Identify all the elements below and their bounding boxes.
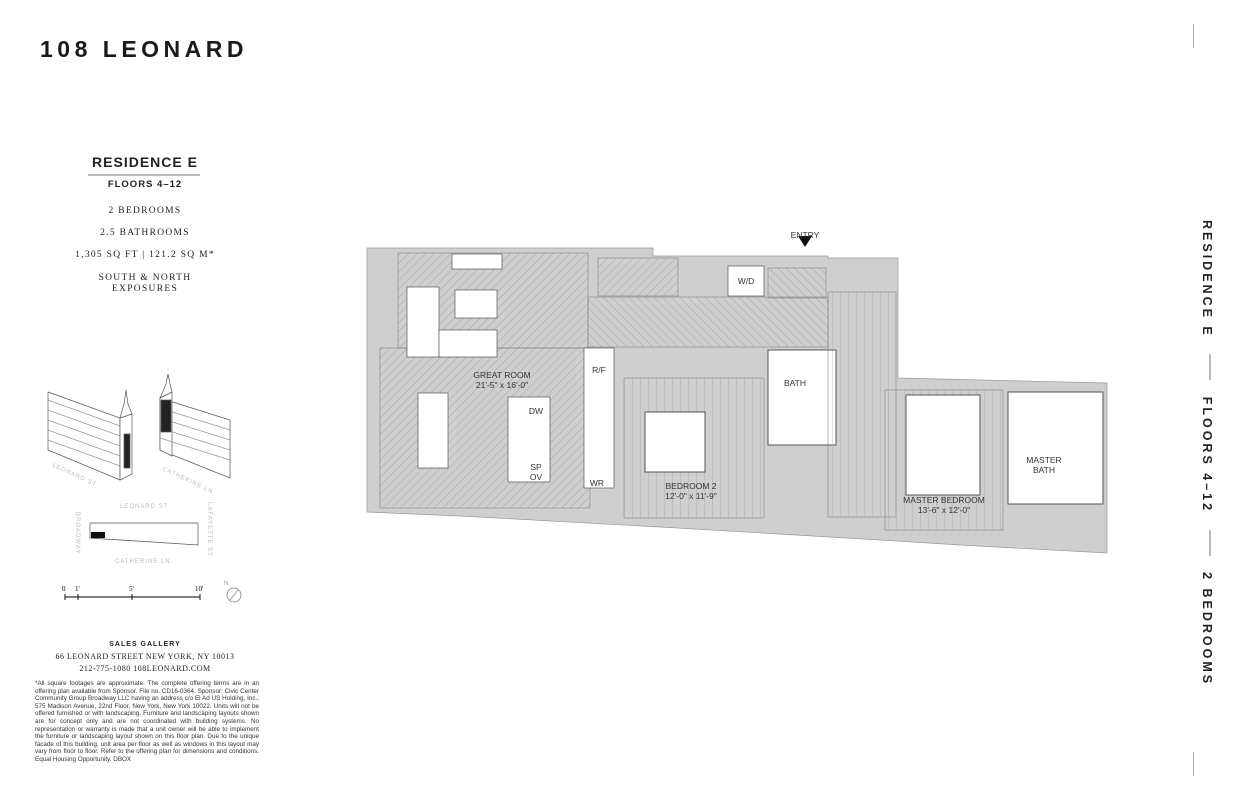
spec-bathrooms: 2.5 BATHROOMS xyxy=(100,228,190,238)
corner-mark-bottom xyxy=(1193,752,1194,776)
furniture xyxy=(406,253,765,489)
spec-bedrooms: 2 BEDROOMS xyxy=(108,206,182,216)
exposure-line-2: EXPOSURES xyxy=(111,284,179,294)
scale-tick-0: 0 xyxy=(62,585,66,593)
scale-tick-10: 10' xyxy=(195,585,203,593)
brand-logo: 108 LEONARD xyxy=(40,36,248,62)
site-label-bottom: CATHERINE LN xyxy=(115,559,171,565)
entry-arrow-icon xyxy=(798,236,812,247)
master-bedroom-label: MASTER BEDROOM xyxy=(903,495,985,505)
side-floors: FLOORS 4–12 xyxy=(1200,396,1214,514)
bath-room xyxy=(767,349,837,446)
corner-mark-top xyxy=(1193,24,1194,48)
site-label-top: LEONARD ST xyxy=(120,504,168,510)
bedroom-2-dims: 12'-0" x 11'-9" xyxy=(665,491,717,501)
ov-label: OV xyxy=(530,472,543,482)
title-rule xyxy=(88,174,200,176)
rf-label: R/F xyxy=(592,365,606,375)
bedroom-2-label: BEDROOM 2 xyxy=(665,481,716,491)
spec-exposure: SOUTH & NORTH EXPOSURES xyxy=(40,273,250,295)
great-room-label: GREAT ROOM xyxy=(473,370,530,380)
sales-gallery-title: SALES GALLERY xyxy=(109,641,181,648)
scale-tick-1: 1' xyxy=(75,585,80,593)
site-label-right: LAFAYETTE ST xyxy=(206,502,212,557)
master-bath-label-2: BATH xyxy=(1033,465,1055,475)
side-separator xyxy=(1209,529,1212,556)
svg-text:N: N xyxy=(224,581,228,587)
key-plan: LEONARD ST CATHERINE LN LEONARD ST CATHE… xyxy=(47,373,242,603)
master-bed xyxy=(905,394,981,496)
building-illustration-right xyxy=(159,373,231,479)
bath-label: BATH xyxy=(784,378,806,388)
scale-bar: 0 1' 5' 10' xyxy=(62,585,203,600)
side-separator xyxy=(1209,354,1212,381)
building-illustration-left xyxy=(47,389,133,481)
disclaimer: *All square footages are approximate. Th… xyxy=(35,680,259,763)
master-bath-label-1: MASTER xyxy=(1026,455,1061,465)
sales-gallery-address: 66 LEONARD STREET NEW YORK, NY 10013 xyxy=(55,652,235,661)
north-arrow-icon: N xyxy=(224,581,242,603)
master-bedroom-dims: 13'-6" x 12'-0" xyxy=(918,505,970,515)
scale-tick-5: 5' xyxy=(129,585,134,593)
site-label-left: BROADWAY xyxy=(74,512,80,554)
entry-label: ENTRY xyxy=(791,230,820,240)
wr-label: WR xyxy=(590,478,604,488)
bed-2 xyxy=(644,411,706,473)
spec-area: 1,305 SQ FT | 121.2 SQ M* xyxy=(75,250,215,260)
master-bath-room xyxy=(1007,391,1104,505)
sp-label: SP xyxy=(530,462,542,472)
side-bedrooms: 2 BEDROOMS xyxy=(1200,572,1214,687)
hall-floor xyxy=(827,291,897,518)
exposure-line-1: SOUTH & NORTH xyxy=(98,273,192,283)
residence-title: RESIDENCE E xyxy=(92,154,198,170)
wd-label: W/D xyxy=(738,276,755,286)
residence-floors: FLOORS 4–12 xyxy=(107,179,183,190)
sales-gallery-contact: 212-775-1080 108LEONARD.COM xyxy=(79,664,211,673)
dw-label: DW xyxy=(529,406,543,416)
side-residence: RESIDENCE E xyxy=(1200,220,1214,338)
great-room-dims: 21'-5" x 16'-0" xyxy=(476,380,528,390)
site-outline xyxy=(89,522,199,546)
side-label: RESIDENCE E FLOORS 4–12 2 BEDROOMS xyxy=(1200,220,1214,686)
unit-location-marker xyxy=(91,532,105,538)
